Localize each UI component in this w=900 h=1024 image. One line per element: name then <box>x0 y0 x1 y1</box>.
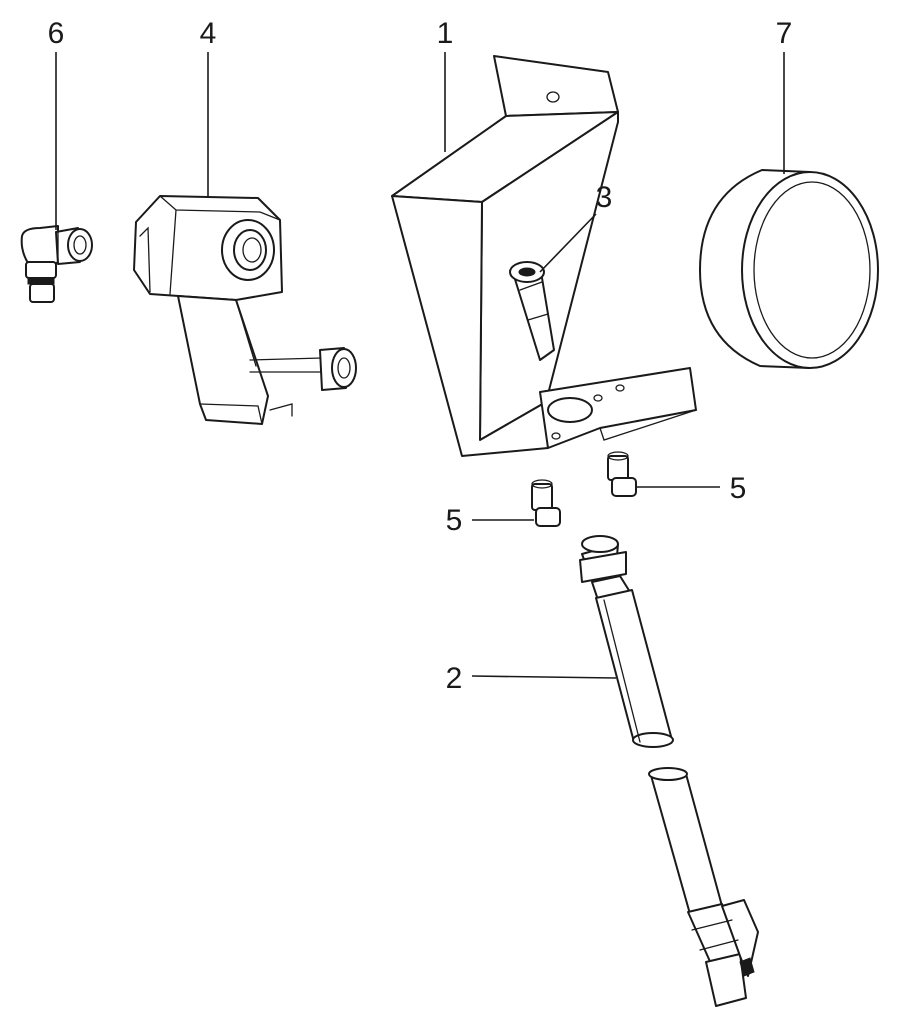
callout-6: 6 <box>48 17 65 50</box>
part-3-socket-screw <box>509 261 555 361</box>
callout-3: 3 <box>596 181 613 214</box>
callout-4: 4 <box>200 17 217 50</box>
part-2-tube-lower <box>648 767 759 1007</box>
leader-2 <box>471 675 617 679</box>
part-4-manifold-body <box>133 195 357 425</box>
part-2-tube-upper <box>579 535 674 748</box>
callout-1: 1 <box>437 17 454 50</box>
part-7-cap <box>699 169 879 369</box>
callout-2: 2 <box>446 662 463 695</box>
callout-5-left: 5 <box>446 504 463 537</box>
part-6-elbow-fitting <box>20 225 93 303</box>
part-5-screw-right <box>607 451 637 497</box>
part-5-screw-left <box>531 479 561 527</box>
part-1-bracket <box>391 55 697 457</box>
callout-7: 7 <box>776 17 793 50</box>
callout-5-right: 5 <box>730 472 747 505</box>
leader-3 <box>539 213 597 273</box>
